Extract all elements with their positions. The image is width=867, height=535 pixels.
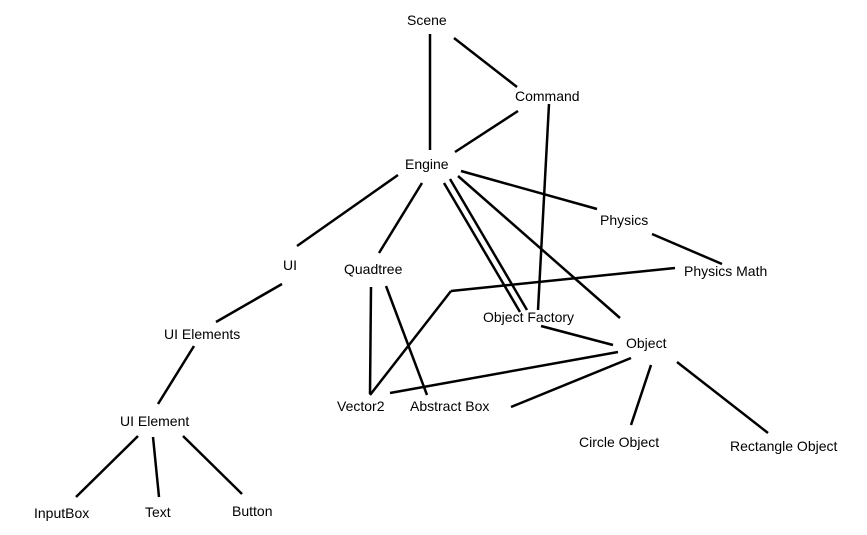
edge-ui-element-input-box (75, 435, 139, 498)
edge-bend-vector2 (369, 290, 452, 396)
node-rectangle-object: Rectangle Object (730, 438, 838, 454)
node-quadtree: Quadtree (344, 261, 403, 277)
node-object-factory: Object Factory (483, 309, 575, 325)
node-physics: Physics (600, 212, 649, 228)
edge-physics-physics-math (651, 232, 723, 266)
edge-object-rectangle-object (676, 361, 769, 434)
edge-scene-command (453, 37, 518, 88)
edge-engine-object (457, 175, 621, 319)
edge-ui-elements-ui-element (156, 345, 196, 405)
edge-quadtree-vector2 (368, 286, 373, 395)
edge-engine-object-factory (448, 178, 529, 311)
edge-ui-element-button (182, 435, 243, 495)
node-ui: UI (283, 257, 297, 273)
edge-engine-ui (296, 173, 399, 248)
edge-command-object-factory (536, 103, 551, 311)
edge-object-circle-object (629, 364, 653, 426)
node-abstract-box: Abstract Box (410, 398, 490, 414)
edge-object-factory-object (540, 324, 614, 347)
edge-quadtree-abstract-box (384, 285, 429, 396)
edge-engine-quadtree (377, 182, 424, 254)
node-input-box: InputBox (34, 505, 90, 521)
node-object: Object (626, 335, 667, 351)
node-physics-math: Physics Math (684, 263, 768, 279)
edge-engine-object-factory-2 (442, 182, 522, 313)
edge-physics-math-bend (450, 266, 676, 293)
edge-command-engine (454, 109, 519, 154)
edge-object-vector2 (389, 350, 619, 395)
edge-ui-ui-elements (215, 282, 283, 324)
node-ui-element: UI Element (120, 413, 190, 429)
edge-ui-element-text (151, 436, 161, 498)
node-circle-object: Circle Object (579, 434, 660, 450)
node-scene: Scene (407, 12, 447, 28)
node-command: Command (515, 88, 580, 104)
node-text: Text (145, 504, 171, 520)
edge-object-abstract-box (510, 356, 632, 409)
node-vector2: Vector2 (337, 398, 385, 414)
node-engine: Engine (405, 156, 449, 172)
edge-engine-physics (460, 169, 598, 211)
node-ui-elements: UI Elements (164, 326, 241, 342)
node-button: Button (232, 503, 273, 519)
